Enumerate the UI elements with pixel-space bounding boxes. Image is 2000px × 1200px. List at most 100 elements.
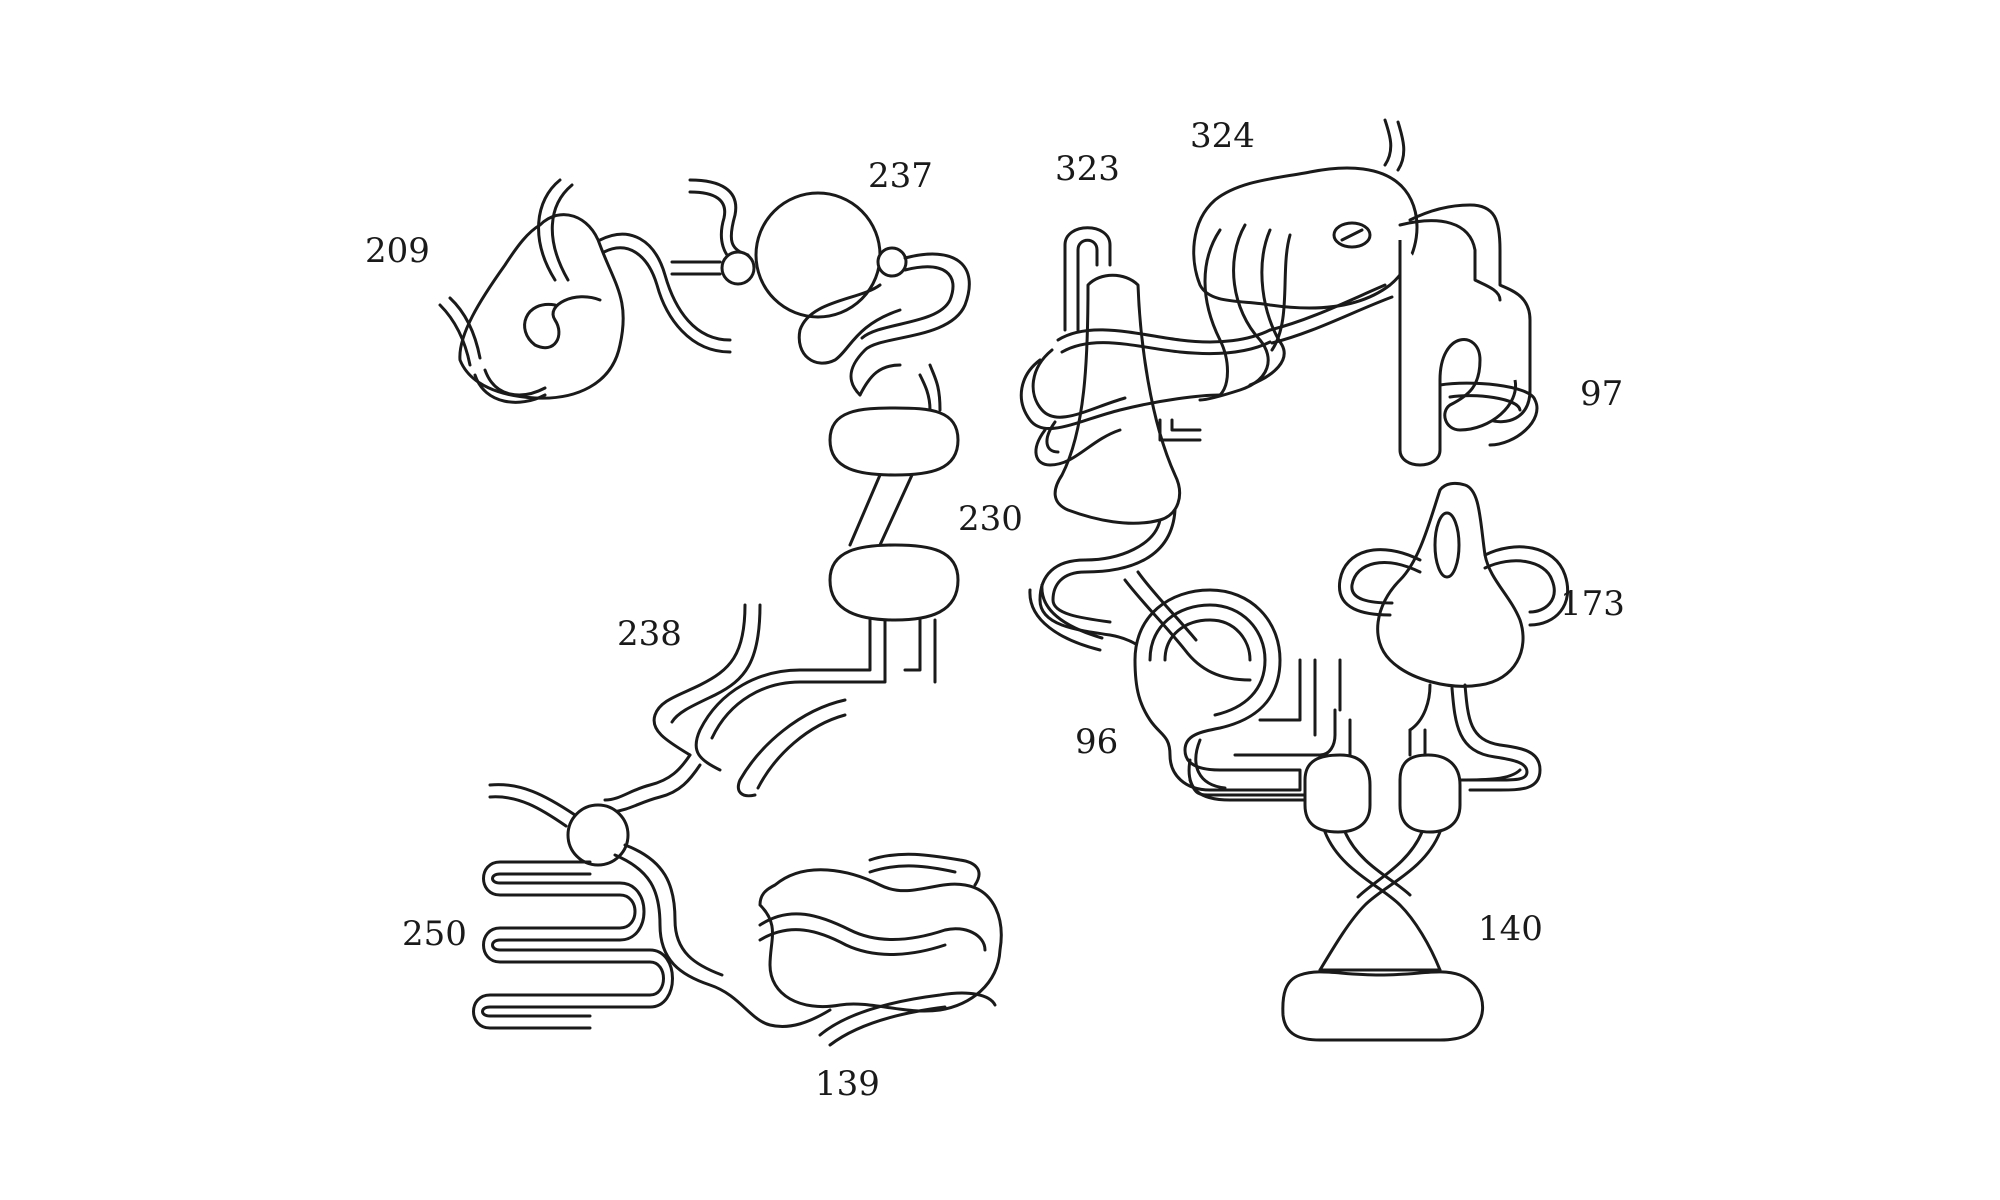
part-238-tube-e [736,698,847,798]
part-140-bulb-right [1398,753,1462,834]
part-238 [603,603,847,814]
part-324 [1192,118,1419,402]
part-250-serpentine-outer [472,860,665,1030]
part-230-top-tube [858,363,942,412]
part-250-serpentine-inner [481,872,674,1018]
right-structure [1019,118,1570,1042]
part-140-cross-b [1343,830,1412,897]
part-139-body [758,868,1003,1013]
label-97: 97 [1580,374,1623,414]
part-97-hook [1438,381,1539,447]
part-209-outlet-a [598,232,732,342]
part-173-neck-inner [1450,686,1529,782]
part-97-feed [1268,283,1394,345]
part-140-cross-d [1356,830,1424,899]
part-230-legs [798,618,937,684]
part-324-strand-a [1203,228,1229,397]
part-140-bulb-left [1303,753,1372,834]
part-237-sphere [754,191,882,319]
label-209: 209 [365,231,430,271]
part-237-junction [720,250,756,286]
label-140: 140 [1478,909,1543,949]
part-209 [438,178,732,404]
part-140-base [1281,970,1484,1042]
part-96-stubs [1258,658,1342,737]
part-250 [472,783,674,1030]
part-324-eye-slit [1340,228,1364,242]
label-173: 173 [1560,584,1625,624]
label-250: 250 [402,914,467,954]
part-96 [1123,570,1342,802]
part-140-bulb-tops [1348,718,1427,757]
part-97-stem [1398,240,1517,467]
left-structure [438,178,1003,1047]
part-323 [1019,226,1272,682]
part-230-link [848,473,914,547]
part-237-left-stub [670,260,722,276]
part-238-tube-d [710,680,802,740]
part-238-tube-b [670,603,762,724]
part-323-wrap-c [1056,328,1272,355]
part-139-bottom-tail-b [828,1005,947,1047]
part-209-side-tube-b [448,296,482,360]
part-238-tube-a [652,603,747,757]
label-237: 237 [868,156,933,196]
part-237-right-loop-outer [849,252,971,397]
part-139-inner-wave-2 [758,928,947,956]
part-238-tube-c [694,668,802,772]
part-173-flask [1376,481,1525,688]
part-139-bottom-tail-a [818,991,997,1037]
part-97-inner-edge [1398,219,1502,302]
part-323-side-stub [1158,418,1202,442]
part-173 [1338,481,1570,792]
part-139-feed-a [613,853,832,1029]
part-323-tail-c [1028,583,1104,652]
label-323: 323 [1055,149,1120,189]
part-323-wrap-d [1034,420,1122,467]
part-139-top-tail-b [868,864,957,874]
label-324: 324 [1190,116,1255,156]
part-237-right-node [876,246,908,278]
part-324-top-tail [1383,118,1406,172]
part-238-tube-f [756,713,847,790]
part-139-inner-wave [758,912,987,952]
part-323-tail-a [1038,518,1167,682]
part-250-node [566,803,630,867]
part-139 [613,843,1003,1047]
part-139-top-tail-a [868,852,981,887]
part-324-body [1192,166,1419,310]
part-209-bottom-lip [473,368,547,404]
part-323-top-loop-outer [1063,226,1112,332]
part-209-knot-tube [537,178,574,282]
part-140-cross-a [1323,830,1442,972]
label-96: 96 [1075,722,1118,762]
part-324-strand-d [1270,233,1292,352]
part-140-cross-c [1318,830,1442,972]
part-97-loop-outer [1408,203,1532,424]
label-238: 238 [617,614,682,654]
part-96-inlet [1123,570,1252,682]
label-139: 139 [815,1064,880,1104]
part-323-wrap-a [1019,358,1222,430]
part-209-outlet-b [602,246,732,354]
part-173-left-loop [1338,548,1422,617]
part-209-inner-loop [523,295,602,349]
part-238-branch [603,753,702,814]
part-97 [1268,203,1539,467]
label-230: 230 [958,499,1023,539]
part-324-strand-b [1198,223,1270,402]
part-250-left-arm [488,783,577,828]
part-173-flask-slot [1433,511,1461,579]
part-140-feed-left [1188,708,1337,797]
part-323-wrap-b [1031,348,1127,419]
part-230-capsule-lower [828,543,960,622]
part-96-coil-inner [1148,603,1267,717]
part-323-tail-b [1051,508,1177,624]
part-323-top-loop-inner [1076,238,1099,332]
part-173-right-loop [1483,545,1570,627]
part-139-feed-b [623,843,724,977]
part-237-right-loop-inner [860,265,955,340]
part-230-capsule-upper [828,406,960,477]
labels: 209 237 230 238 250 139 323 324 97 173 9… [365,116,1625,1104]
